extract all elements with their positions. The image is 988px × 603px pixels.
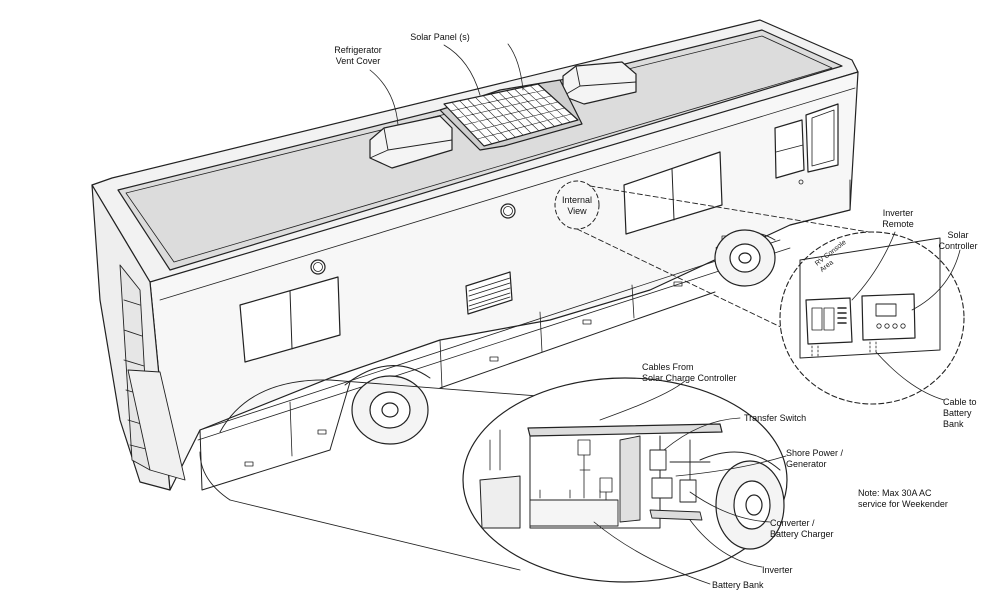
side-windows (239, 103, 851, 363)
label-refrigerator-vent-cover: Refrigerator Vent Cover (334, 45, 382, 66)
label-inverter-remote: Inverter Remote (882, 208, 914, 229)
label-battery-bank: Battery Bank (712, 580, 764, 590)
leader-lines (369, 43, 524, 126)
label-cables-from-solar-charge-controller: Cables From Solar Charge Controller (642, 362, 737, 383)
refrigerator-vent-cover (369, 115, 453, 169)
label-shore-power-generator: Shore Power / Generator (786, 448, 844, 469)
front-wheel (714, 229, 776, 287)
internal-view-callout (554, 180, 965, 405)
label-transfer-switch: Transfer Switch (744, 413, 807, 423)
label-internal-view: Internal View (561, 195, 593, 216)
label-solar-panels: Solar Panel (s) (410, 32, 470, 42)
rv-front-cap (91, 184, 186, 491)
side-vent-grille (465, 271, 513, 315)
label-solar-controller: Solar Controller (938, 230, 978, 251)
label-cable-to-battery-bank: Cable to Battery Bank (943, 397, 977, 429)
label-inverter: Inverter (762, 565, 793, 575)
cutaway-callout (199, 377, 788, 585)
label-converter-battery-charger: Converter / Battery Charger (770, 518, 834, 539)
solar-panels (439, 79, 583, 151)
rear-wheel (344, 365, 431, 445)
porthole-lights (310, 203, 516, 275)
note-max-30a-service: Note: Max 30A AC service for Weekender (858, 488, 948, 509)
